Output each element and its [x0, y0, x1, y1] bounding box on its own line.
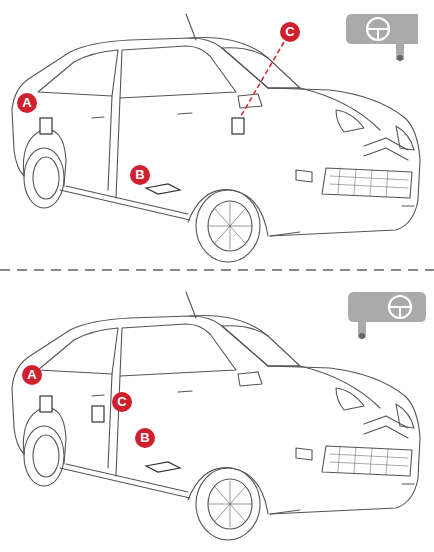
callout-letter: B — [135, 428, 155, 448]
callout-letter: C — [280, 22, 300, 42]
leader-line — [241, 42, 284, 116]
separator-line — [0, 269, 434, 271]
callout-letter: A — [17, 93, 37, 113]
callout-letter: B — [130, 165, 150, 185]
drive-side-icon — [348, 292, 426, 339]
label-location — [40, 118, 244, 472]
drive-side-icon — [346, 14, 418, 61]
callout-letter: A — [22, 365, 42, 385]
callout-letter: C — [112, 392, 132, 412]
